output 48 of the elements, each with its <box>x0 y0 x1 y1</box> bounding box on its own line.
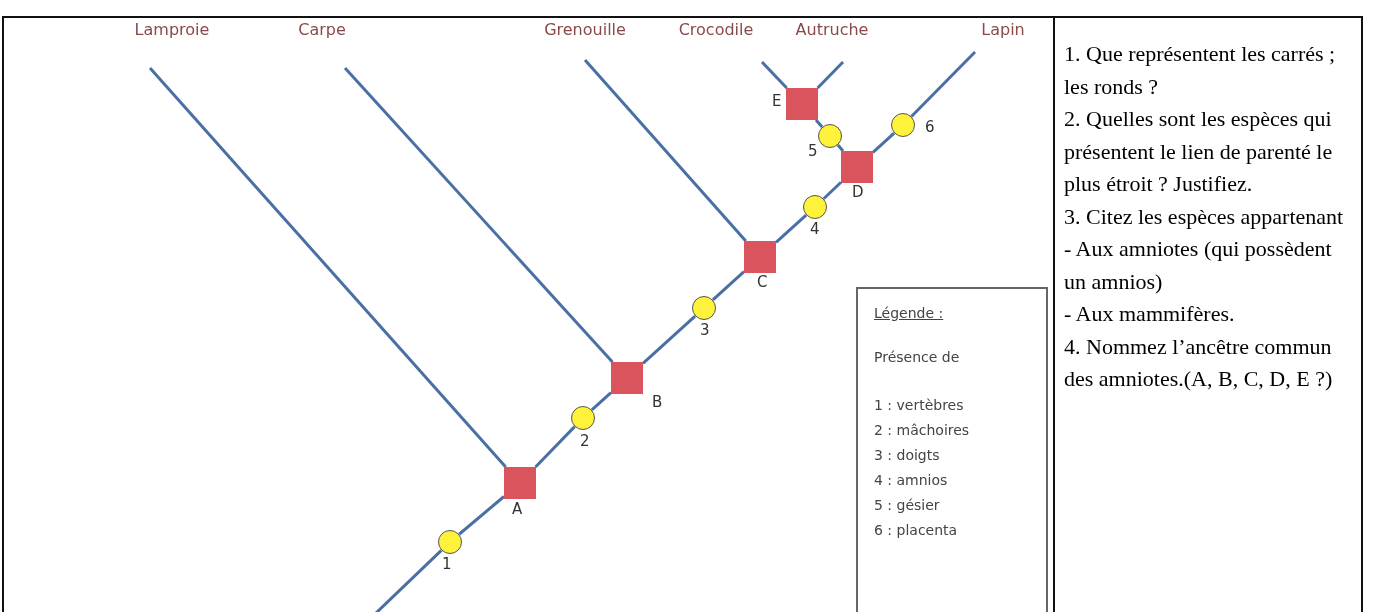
marker-label: B <box>652 395 663 410</box>
branch-line <box>822 181 843 200</box>
branch-line <box>836 144 845 152</box>
branch-line <box>590 391 612 412</box>
species-name: Autruche <box>795 20 869 39</box>
legend-text: 4 : amnios <box>874 472 948 488</box>
marker-label: E <box>772 94 782 109</box>
question-text: 1. Que représentent les carrés ; les ronds ? <box>1064 40 1337 101</box>
marker-label: 3 <box>700 323 710 338</box>
branch-line <box>583 59 747 242</box>
species-name: Crocodile <box>678 20 754 39</box>
species-name: Lapin <box>981 20 1025 39</box>
marker-label: 2 <box>580 434 590 449</box>
branch-line <box>872 132 896 154</box>
marker-label: 1 <box>442 557 452 572</box>
question-text: 2. Quelles sont les espèces qui présentent le lien de parenté le plus étroit ? Justifiez. <box>1064 105 1334 198</box>
branch-line <box>775 213 808 244</box>
branch-line <box>814 119 824 128</box>
marker-label: 5 <box>808 144 818 159</box>
legend-heading: Légende : <box>874 305 944 321</box>
marker-label: 4 <box>810 222 820 237</box>
question-text: 3. Citez les espèces appartenant <box>1064 202 1345 231</box>
legend-text: 5 : gésier <box>874 497 940 513</box>
legend-text: Présence de <box>874 349 960 365</box>
question-text: - Aux mammifères. <box>1064 300 1236 328</box>
marker-label: 6 <box>925 120 935 135</box>
branch-line <box>343 67 614 363</box>
branch-line <box>458 495 505 536</box>
branch-line <box>816 60 845 90</box>
branch-line <box>642 314 697 365</box>
question-text: 4. Nommez l’ancêtre commun des amniotes.(A, B, C, D, E ?) <box>1064 332 1334 393</box>
legend-text: 2 : mâchoires <box>874 422 970 438</box>
marker-label: D <box>852 185 864 200</box>
species-name: Carpe <box>298 20 346 39</box>
species-name: Lamproie <box>134 20 210 39</box>
legend-text: 6 : placenta <box>874 522 958 538</box>
marker-label: A <box>512 502 523 517</box>
branch-line <box>760 60 788 90</box>
species-name: Grenouille <box>544 20 626 39</box>
question-text: - Aux amniotes (qui possèdent un amnios) <box>1064 235 1333 296</box>
legend-text: 3 : doigts <box>874 447 940 463</box>
branch-line <box>534 425 576 469</box>
marker-label: C <box>757 275 768 290</box>
legend-text: 1 : vertèbres <box>874 397 964 413</box>
branch-line <box>711 270 745 302</box>
branch-line <box>910 50 977 118</box>
branch-line <box>373 549 443 612</box>
branch-line <box>148 67 507 468</box>
